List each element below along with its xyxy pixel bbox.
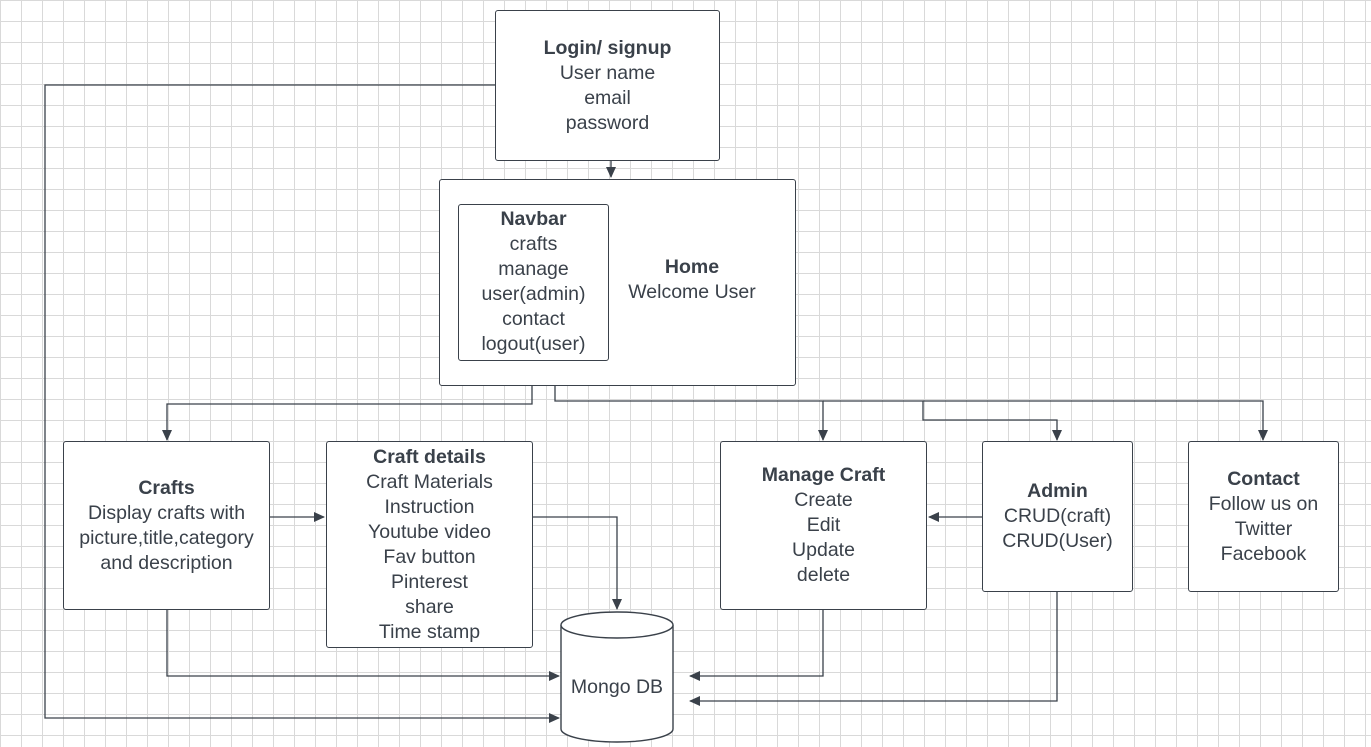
- craft-details-title: Craft details: [373, 445, 486, 468]
- contact-follow-us: Follow us on: [1208, 492, 1319, 515]
- login-title: Login/ signup: [543, 36, 672, 59]
- craft-details-timestamp: Time stamp: [378, 620, 481, 643]
- contact-box: Contact Follow us on Twitter Facebook: [1188, 441, 1339, 592]
- navbar-item-contact: contact: [502, 308, 565, 330]
- manage-craft-update: Update: [792, 539, 855, 561]
- craft-details-box: Craft details Craft Materials Instructio…: [326, 441, 533, 648]
- crafts-title: Crafts: [138, 476, 195, 499]
- edge-admin-to-database: [689, 592, 1058, 706]
- manage-craft-box: Manage Craft Create Edit Update delete: [720, 441, 927, 610]
- database-label: Mongo DB: [570, 676, 664, 698]
- craft-details-youtube: Youtube video: [368, 520, 491, 543]
- database-cylinder: [560, 611, 674, 743]
- craft-details-share: share: [405, 595, 454, 618]
- edge-manage-craft-to-database: [689, 610, 824, 681]
- craft-details-materials: Craft Materials: [366, 470, 493, 493]
- craft-details-pinterest: Pinterest: [391, 570, 468, 593]
- navbar-item-user-admin: user(admin): [481, 283, 586, 305]
- admin-crud-user: CRUD(User): [1002, 530, 1113, 552]
- edge-crafts-to-database: [166, 610, 560, 681]
- edge-navbar-to-contact: [923, 400, 1268, 441]
- manage-craft-edit: Edit: [806, 514, 841, 536]
- craft-details-fav-button: Fav button: [383, 545, 476, 568]
- craft-details-instruction: Instruction: [384, 495, 475, 518]
- crafts-line-2: picture,title,category: [79, 526, 254, 549]
- login-field-password: password: [565, 111, 650, 134]
- navbar-item-logout: logout(user): [481, 333, 586, 355]
- navbar-title: Navbar: [500, 208, 567, 230]
- contact-title: Contact: [1227, 467, 1300, 490]
- admin-crud-craft: CRUD(craft): [1003, 505, 1112, 527]
- contact-facebook: Facebook: [1220, 542, 1307, 565]
- manage-craft-delete: delete: [796, 564, 851, 586]
- crafts-box: Crafts Display crafts with picture,title…: [63, 441, 270, 610]
- navbar-item-crafts: crafts: [509, 233, 558, 255]
- navbar-item-manage: manage: [498, 258, 569, 280]
- login-field-username: User name: [559, 61, 656, 84]
- edge-login-to-database: [44, 84, 560, 723]
- admin-box: Admin CRUD(craft) CRUD(User): [982, 441, 1133, 592]
- login-field-email: email: [584, 86, 631, 109]
- contact-twitter: Twitter: [1234, 517, 1293, 540]
- crafts-line-1: Display crafts with: [87, 501, 246, 524]
- home-box: Navbar crafts manage user(admin) contact…: [439, 179, 796, 386]
- home-title: Home: [664, 256, 720, 278]
- crafts-line-3: and description: [100, 551, 233, 574]
- admin-title: Admin: [1027, 480, 1088, 502]
- edge-craft-details-to-database: [533, 516, 622, 610]
- login-signup-box: Login/ signup User name email password: [495, 10, 720, 161]
- manage-craft-title: Manage Craft: [761, 464, 886, 486]
- manage-craft-create: Create: [794, 489, 853, 511]
- navbar-box: Navbar crafts manage user(admin) contact…: [458, 204, 609, 361]
- edge-navbar-to-admin: [823, 400, 1062, 441]
- home-welcome-text: Welcome User: [628, 281, 756, 303]
